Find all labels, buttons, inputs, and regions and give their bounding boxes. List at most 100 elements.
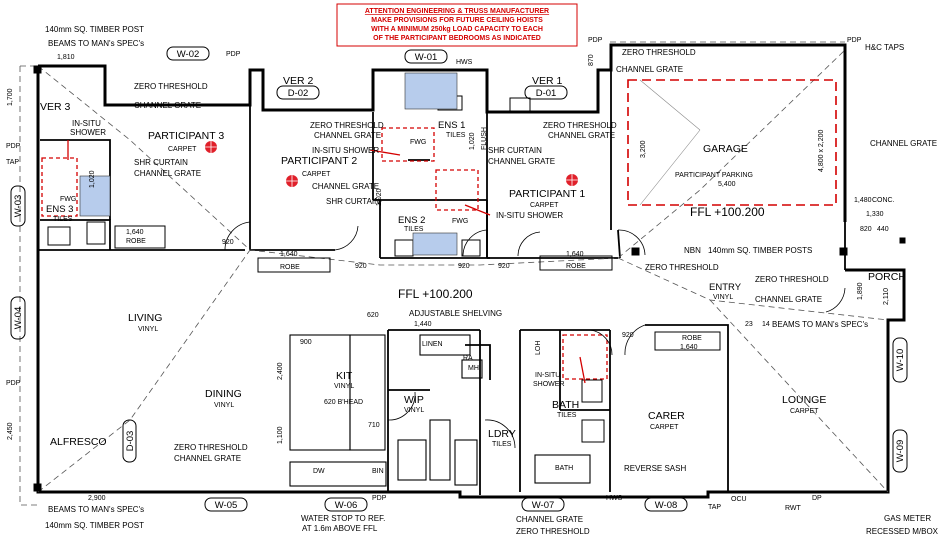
notice-box [336,3,578,47]
ra: RA [463,355,473,362]
room-kit: KIT [336,370,353,382]
shr-curtain-ens2: SHR CURTAIN [326,197,380,206]
pdp-left-2: PDP [6,380,21,387]
water-stop-2: AT 1.6m ABOVE FFL [302,524,378,533]
gas-meter: GAS METER [884,514,931,523]
room-ens1: ENS 1 [438,120,465,131]
interior-walls [38,70,846,495]
dim-23: 23 [745,321,753,328]
reverse-sash: REVERSE SASH [624,464,686,473]
dim-900: 900 [300,339,312,346]
tag-w10: W-10 [895,349,906,372]
mh: MH [468,365,479,372]
notice-title: ATTENTION ENGINEERING & TRUSS MANUFACTUR… [365,8,549,15]
fwg-ens3: FWG [60,196,76,203]
zt-ver1: ZERO THRESHOLD [543,121,617,130]
zt-garage: ZERO THRESHOLD [622,48,696,57]
room-ldry-finish: TILES [492,441,512,448]
pdp-garage: PDP [588,37,603,44]
dim-1640-p3: 1,640 [126,229,144,236]
tag-w07: W-07 [532,500,555,511]
room-alfresco: ALFRESCO [50,436,107,448]
door-920-d: 920 [498,263,510,270]
dim-1100: 1,100 [277,426,284,444]
tag-w01: W-01 [415,52,438,63]
room-wip: WIP [404,394,424,406]
bin: BIN [372,468,384,475]
room-ens3: ENS 3 [46,204,73,215]
room-dining: DINING [205,388,242,400]
cg-ens1: CHANNEL GRATE [488,157,555,166]
dim-2900: 2,900 [88,495,106,502]
dp: DP [812,495,822,502]
adjustable-shelving: ADJUSTABLE SHELVING [409,309,502,318]
window-tags [10,46,908,512]
room-carer-finish: CARPET [650,424,679,431]
rwt: RWT [785,505,802,512]
room-lounge-finish: CARPET [790,408,819,415]
dim-2110: 2,110 [883,288,890,305]
room-ver2: VER 2 [283,75,314,87]
robes [114,225,721,351]
robe-carer: ROBE [682,335,702,342]
ffl-main: FFL +100.200 [398,287,473,301]
tag-w06: W-06 [335,500,358,511]
zt-alfresco: ZERO THRESHOLD [174,443,248,452]
shr-curtain-p3: SHR CURTAIN [134,158,188,167]
notice-line-1: MAKE PROVISIONS FOR FUTURE CEILING HOIST… [371,17,543,24]
cg-ver3: CHANNEL GRATE [134,101,201,110]
tag-d01: D-01 [536,88,557,99]
wall-oven: 620 B'HEAD [324,399,363,406]
dim-1020-b: 1,020 [469,132,476,150]
robe-p2: ROBE [280,264,300,271]
room-living: LIVING [128,312,162,324]
tag-w05: W-05 [215,500,238,511]
dim-1020-c: 1,020 [376,188,383,206]
shower-p3: SHOWER [70,128,106,137]
pdp-bottom: PDP [372,495,387,502]
tag-w03: W-03 [13,195,24,218]
zt-ver2: ZERO THRESHOLD [310,121,384,130]
shower-arrows [67,140,586,384]
dim-4800x2200: 4,800 x 2,200 [818,129,825,172]
dim-870: 870 [588,54,595,66]
tag-w08: W-08 [655,500,678,511]
room-participant1-finish: CARPET [530,202,559,209]
door-920-b: 920 [355,263,367,270]
dim-1480: 1,480 [854,197,872,204]
notice-line-2: WITH A MINIMUM 250kg LOAD CAPACITY TO EA… [371,26,543,33]
roof-lines [19,41,889,506]
conc-1: CONC. [872,197,895,204]
room-ens3-finish: TILES [53,216,73,223]
nbn: NBN [684,246,701,255]
dim-1640-p2: 1,640 [280,251,298,258]
parking-area [627,79,837,206]
room-kit-finish: VINYL [334,383,354,390]
dim-5400: 5,400 [718,181,736,188]
ocu: OCU [731,496,747,503]
beams-bottom: BEAMS TO MAN's SPEC's [48,505,144,514]
dim-2400: 2,400 [277,362,284,380]
fwg-ens2: FWG [452,218,468,225]
dim-14: 14 [762,321,770,328]
hoist-markers [205,141,578,187]
room-wip-finish: VINYL [404,407,424,414]
zt-ver3: ZERO THRESHOLD [134,82,208,91]
dim-3200: 3,200 [640,140,647,158]
hws-top: HWS [456,59,473,66]
room-participant2-finish: CARPET [302,171,331,178]
room-garage: GARAGE [703,143,748,155]
ffl-garage: FFL +100.200 [690,205,765,219]
robe-p1: ROBE [566,263,586,270]
timber-posts-garage: 140mm SQ. TIMBER POSTS [708,246,812,255]
water-stop-1: WATER STOP TO REF. [301,514,385,523]
zt-entry: ZERO THRESHOLD [755,275,829,284]
cg-alfresco: CHANNEL GRATE [174,454,241,463]
robe-p3: ROBE [126,238,146,245]
fwg-ens1: FWG [410,139,426,146]
tag-w02: W-02 [177,49,200,60]
dim-820: 820 [860,226,872,233]
room-ens2-finish: TILES [404,226,424,233]
hws-bottom: HWS [606,495,623,502]
